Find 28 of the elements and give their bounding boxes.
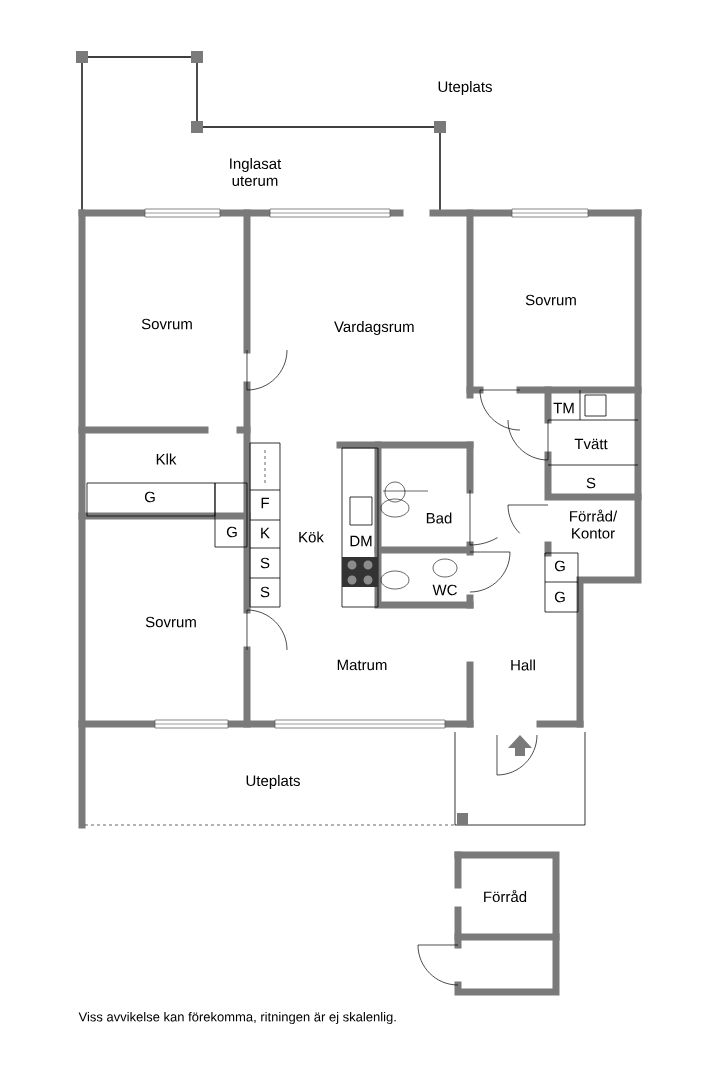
room-label: Sovrum <box>145 616 196 628</box>
room-label: S <box>260 586 270 598</box>
caption: Viss avvikelse kan förekomma, ritningen är ej skalenlig. <box>78 1011 396 1025</box>
room-label: Kök <box>299 531 324 543</box>
room-label: K <box>261 527 270 539</box>
room-label: Sovrum <box>525 294 576 306</box>
room-label: Hall <box>511 659 535 671</box>
room-label: G <box>554 560 565 572</box>
room-label: Uteplats <box>438 81 492 95</box>
room-label: G <box>144 491 155 503</box>
room-label: Förråd/ Kontor <box>570 509 618 539</box>
room-label: Matrum <box>337 659 387 671</box>
room-label: Sovrum <box>141 318 192 330</box>
room-label: Uteplats <box>246 775 300 789</box>
room-label: Bad <box>426 512 452 524</box>
room-label: Vardagsrum <box>334 321 414 335</box>
room-label: Förråd <box>484 889 527 903</box>
room-label: F <box>261 497 269 509</box>
room-label: S <box>586 477 596 489</box>
room-label: G <box>554 591 565 603</box>
room-label: Klk <box>156 453 177 465</box>
room-label: Inglasat uterum <box>230 158 282 186</box>
room-label: TM <box>553 402 574 414</box>
room-label: DM <box>350 535 372 547</box>
room-label: WC <box>432 584 457 596</box>
room-label: S <box>260 557 270 569</box>
room-label: G <box>226 526 237 538</box>
room-label: Tvätt <box>574 438 608 450</box>
